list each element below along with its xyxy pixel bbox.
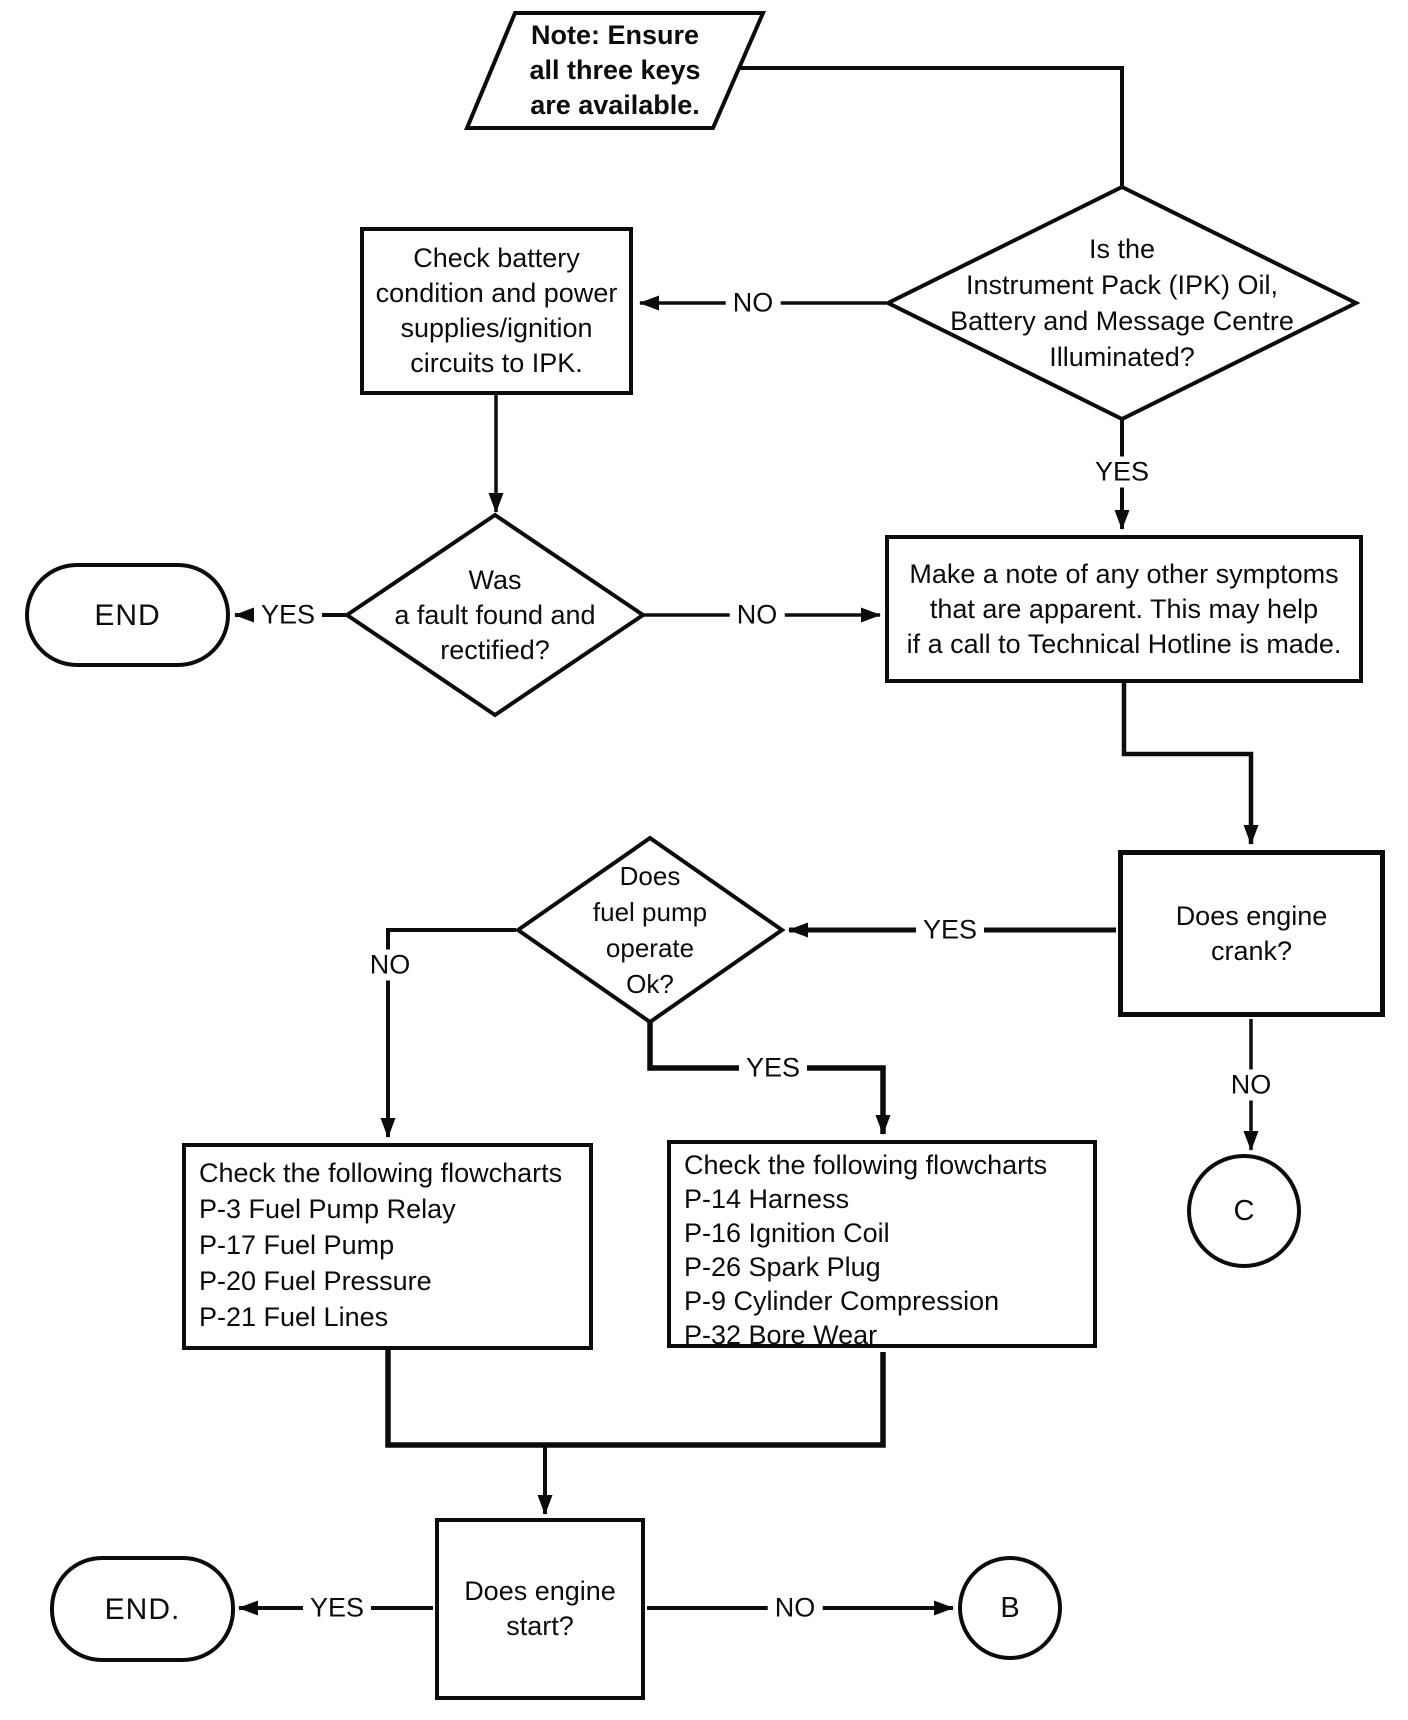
ipk-line: Instrument Pack (IPK) Oil, — [965, 270, 1279, 300]
fuel-checklist-line: P-17 Fuel Pump — [199, 1230, 395, 1260]
edge-label-ipk-yes: YES — [1087, 456, 1157, 488]
fuel-checklist-line: P-21 Fuel Lines — [199, 1302, 389, 1332]
fuel-checklist-line: P-3 Fuel Pump Relay — [199, 1194, 456, 1224]
edge-label-fuel-no: NO — [362, 949, 418, 981]
fault-line: a fault found and — [394, 599, 596, 630]
ignition-checklist-box: Check the following flowcharts P-14 Harn… — [667, 1140, 1097, 1350]
fuel-pump-diamond — [514, 835, 786, 1025]
note-line: all three keys — [529, 54, 701, 85]
edge-label-start-no: NO — [767, 1592, 823, 1624]
crank-line: crank? — [1210, 935, 1293, 966]
symptoms-line: that are apparent. This may help — [929, 593, 1319, 624]
connector-b-label: B — [1000, 1591, 1020, 1624]
fuel-checklist-line: P-20 Fuel Pressure — [199, 1266, 432, 1296]
connector-c-circle: C — [1187, 1154, 1301, 1268]
battery-line: Check battery — [413, 243, 580, 273]
fuel-line: Ok? — [626, 969, 674, 999]
fault-diamond — [343, 512, 647, 718]
battery-line: supplies/ignition — [400, 313, 593, 343]
ignition-checklist-line: P-26 Spark Plug — [684, 1252, 881, 1282]
start-line: Does engine — [464, 1576, 616, 1606]
ignition-checklist-line: P-14 Harness — [684, 1184, 850, 1214]
ipk-diamond-text: Is the Instrument Pack (IPK) Oil, Batter… — [922, 230, 1322, 376]
symptoms-line: Make a note of any other symptoms — [909, 558, 1339, 589]
connector-b-circle: B — [958, 1556, 1062, 1660]
fuel-line: Does — [619, 861, 681, 891]
connector-note-to-ipk — [739, 66, 1124, 186]
edge-label-crank-no: NO — [1223, 1069, 1279, 1101]
fuel-checklist-line: Check the following flowcharts — [199, 1158, 563, 1188]
ignition-checklist-line: Check the following flowcharts — [684, 1150, 1048, 1180]
connector-c-label: C — [1233, 1194, 1255, 1227]
start-line: start? — [506, 1611, 574, 1641]
end2-label: END. — [104, 1592, 181, 1626]
note-parallelogram — [463, 11, 767, 130]
note-line: Note: Ensure — [530, 19, 700, 50]
ipk-line: Illuminated? — [1049, 342, 1195, 372]
note-line: are available. — [530, 89, 700, 120]
battery-line: circuits to IPK. — [410, 348, 583, 378]
connector-symptoms-to-crank — [1121, 683, 1259, 845]
ipk-line: Is the — [1088, 234, 1156, 264]
fault-diamond-text: Was a fault found and rectified? — [345, 562, 645, 668]
battery-line: condition and power — [375, 278, 618, 308]
crank-line: Does engine — [1175, 900, 1328, 931]
note-parallelogram-text: Note: Ensure all three keys are availabl… — [490, 18, 740, 122]
engine-start-box: Does engine start? — [435, 1518, 645, 1700]
end-label: END — [94, 598, 161, 632]
battery-check-box: Check battery condition and power suppli… — [360, 227, 633, 395]
symptoms-note-box: Make a note of any other symptoms that a… — [885, 535, 1363, 683]
fuel-line: operate — [605, 933, 695, 963]
fuel-pump-diamond-text: Does fuel pump operate Ok? — [550, 858, 750, 1002]
symptoms-line: if a call to Technical Hotline is made. — [906, 628, 1342, 659]
edge-label-fault-yes: YES — [253, 599, 323, 631]
ipk-line: Battery and Message Centre — [950, 306, 1294, 336]
connector-fuel-no-to-fuel-checklist — [380, 928, 516, 1138]
edge-label-crank-yes: YES — [915, 914, 985, 946]
edge-label-start-yes: YES — [302, 1592, 372, 1624]
edge-label-fault-no: NO — [729, 599, 785, 631]
end2-terminator: END. — [50, 1556, 235, 1662]
fault-line: rectified? — [440, 634, 550, 665]
connector-checklists-merge — [385, 1350, 886, 1448]
ignition-checklist-line: P-16 Ignition Coil — [684, 1218, 890, 1248]
ipk-diamond — [883, 184, 1361, 422]
fuel-checklist-box: Check the following flowcharts P-3 Fuel … — [182, 1143, 593, 1350]
engine-crank-box: Does engine crank? — [1118, 850, 1385, 1017]
fault-line: Was — [468, 564, 522, 595]
edge-label-fuel-yes: YES — [738, 1052, 808, 1084]
ignition-checklist-line: P-32 Bore Wear — [684, 1320, 878, 1350]
ignition-checklist-line: P-9 Cylinder Compression — [684, 1286, 1000, 1316]
end-terminator: END — [25, 563, 230, 667]
fuel-line: fuel pump — [592, 897, 708, 927]
edge-label-ipk-no: NO — [725, 287, 781, 319]
